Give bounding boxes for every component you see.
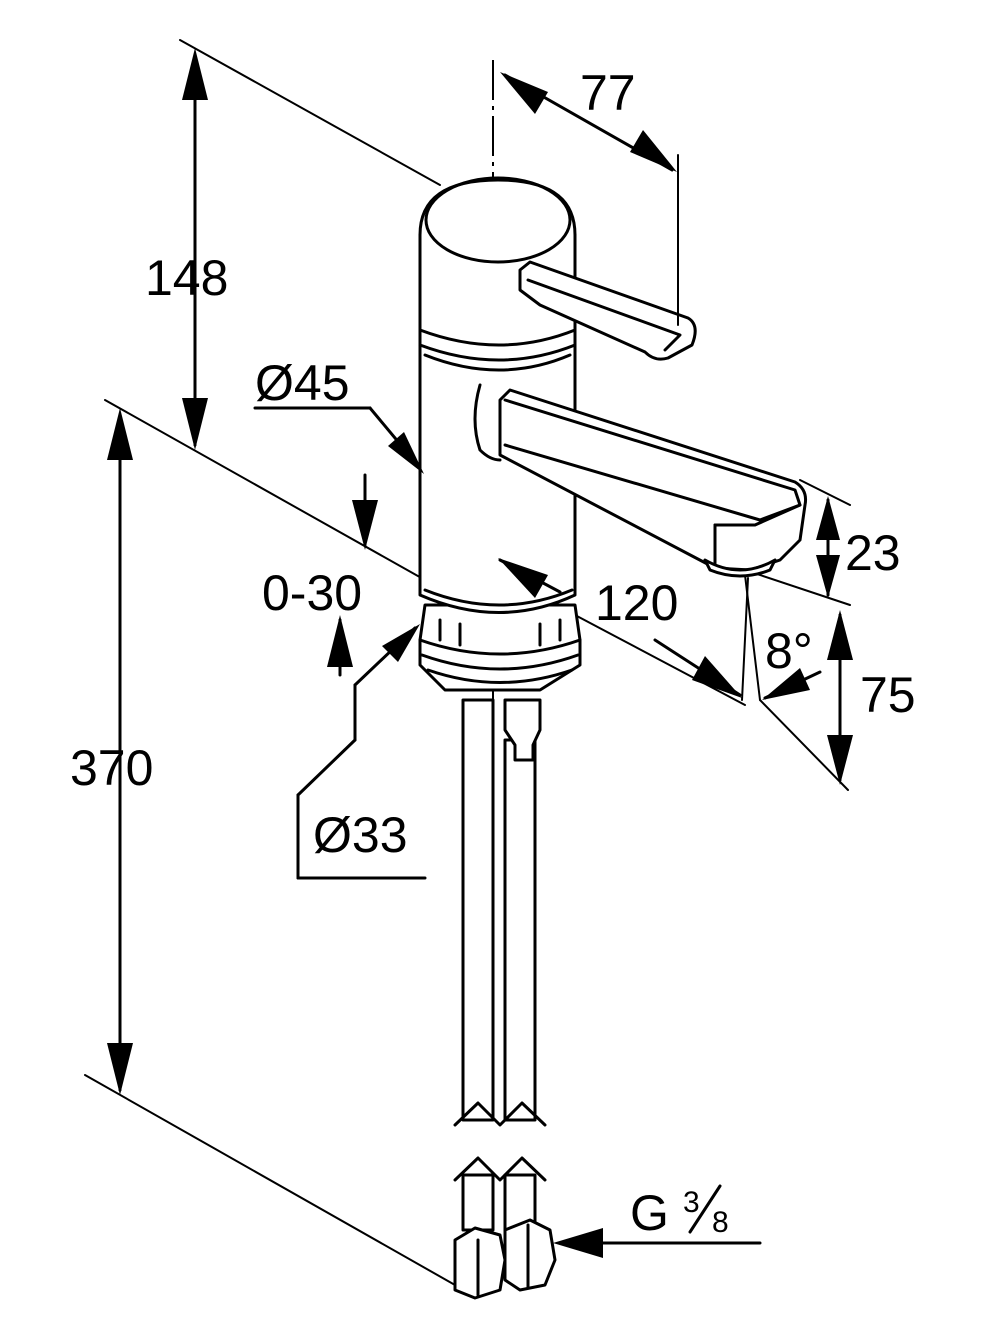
dim-75: 75 [827,610,916,785]
dim-0-30-label: 0-30 [262,565,362,621]
hose-nuts [453,1218,557,1300]
dim-g-thread: G 3 8 [553,1184,762,1258]
dim-120: 120 [498,558,742,698]
thread-denominator: 8 [712,1206,729,1239]
dim-77: 77 [500,65,679,326]
dim-23: 23 [816,496,901,598]
lever-handle [518,260,697,361]
flexible-hoses [453,698,547,1232]
dim-148-label: 148 [145,250,228,306]
dim-148: 148 [145,48,228,450]
dim-o45: Ø45 [253,355,424,474]
dim-370-label: 370 [70,740,153,796]
dim-o45-label: Ø45 [255,355,350,411]
dim-0-30: 0-30 [262,473,378,677]
dim-77-label: 77 [580,65,636,121]
extension-lines [84,39,851,1286]
hose-fitting [503,698,542,762]
top-cap [418,176,577,347]
thread-prefix: G [630,1185,669,1241]
dim-o33: Ø33 [296,624,427,880]
dim-23-label: 23 [845,525,901,581]
spout [473,383,807,578]
base-ring [418,603,582,692]
thread-numerator: 3 [683,1186,700,1219]
dim-o33-label: Ø33 [313,807,408,863]
dim-370: 370 [70,408,153,1095]
dim-8deg: 8° [762,623,822,700]
dim-75-label: 75 [860,667,916,723]
dim-8deg-label: 8° [765,623,813,679]
dim-120-label: 120 [595,575,678,631]
